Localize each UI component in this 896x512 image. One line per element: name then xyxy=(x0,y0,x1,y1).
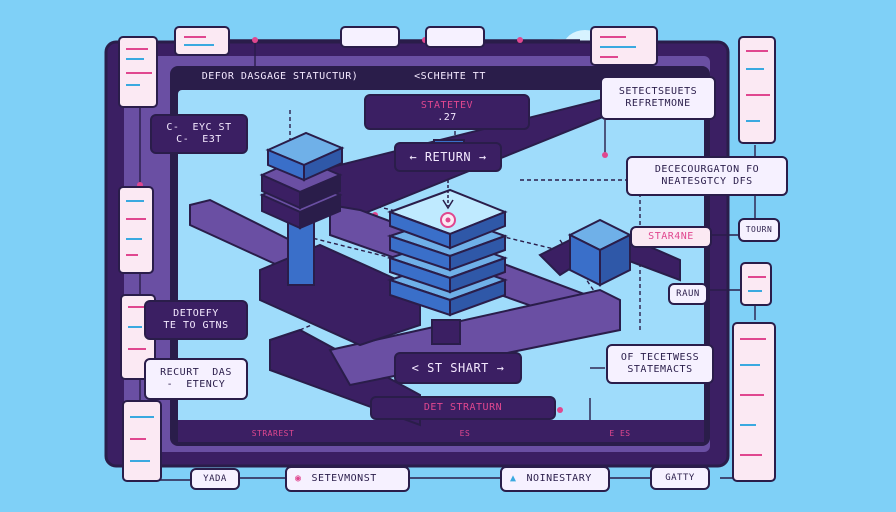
top-note-card-2 xyxy=(340,26,400,48)
left-note-card-4 xyxy=(122,400,162,482)
arrow-right-icon: → xyxy=(471,150,487,164)
footer-label-right: E ES xyxy=(609,429,631,438)
return-button[interactable]: ← RETURN → xyxy=(394,142,502,172)
bottom-setevmonst-label: SETEVMONST xyxy=(311,473,377,484)
chevron-left-icon: < xyxy=(411,361,428,375)
frame-title-right: <SCHEHTE TT xyxy=(414,71,486,82)
isometric-box xyxy=(567,218,633,287)
st-shart-button-label: ST SHART xyxy=(427,361,489,375)
deceourgation-node: DECECOURGATON FO NEATESGTCY DFS xyxy=(626,156,788,196)
top-note-card-4 xyxy=(590,26,658,66)
bottom-noinestary-label: NOINESTARY xyxy=(526,473,592,484)
right-note-card-2 xyxy=(740,262,772,306)
statetev-sublabel: .27 xyxy=(437,112,457,123)
top-note-card-1 xyxy=(174,26,230,56)
det-straturn-node: DET STRATURN xyxy=(370,396,556,420)
raun-node: RAUN xyxy=(668,283,708,305)
footer-label-left: STRAREST xyxy=(251,429,295,438)
detoefy-node: DETOEFY TE TO GTNS xyxy=(144,300,248,340)
left-note-card-1 xyxy=(118,36,158,108)
bottom-yada-node: YADA xyxy=(190,468,240,490)
of-tecetwess-node: OF TECETWESS STATEMACTS xyxy=(606,344,714,384)
target-marker-dot xyxy=(445,217,451,223)
top-note-card-3 xyxy=(425,26,485,48)
right-note-card-1 xyxy=(738,36,776,144)
setectsets-node: SETECTSEUETS REFRETMONE xyxy=(600,76,716,120)
tourn-node: TOURN xyxy=(738,218,780,242)
bottom-gatty-node: GATTY xyxy=(650,466,710,490)
drop-icon: ▲ xyxy=(510,473,517,484)
eyc-st-node: C- EYC ST C- E3T xyxy=(150,114,248,154)
return-button-label: RETURN xyxy=(424,150,472,164)
frame-title-left: DEFOR DASGAGE STATUCTUR) xyxy=(201,71,359,82)
statetev-node: STATETEV .27 xyxy=(364,94,530,130)
bottom-noinestary-node: ▲ NOINESTARY xyxy=(500,466,610,492)
bottom-setevmonst-node: ◉ SETEVMONST xyxy=(285,466,410,492)
arrow-left-icon: ← xyxy=(409,150,425,164)
screen-footer-bar xyxy=(178,420,704,442)
drop-arrow xyxy=(442,199,454,210)
arrow-right-icon: → xyxy=(488,361,505,375)
right-note-card-3 xyxy=(732,322,776,482)
st-shart-button[interactable]: < ST SHART → xyxy=(394,352,522,384)
radio-icon: ◉ xyxy=(295,473,302,484)
footer-label-mid: ES xyxy=(459,429,471,438)
database-tower xyxy=(259,131,345,286)
starine-node: STAR4NE xyxy=(630,226,712,248)
statetev-label: STATETEV xyxy=(420,100,474,111)
left-note-card-2 xyxy=(118,186,154,274)
recurt-das-node: RECURT DAS - ETENCY xyxy=(144,358,248,400)
